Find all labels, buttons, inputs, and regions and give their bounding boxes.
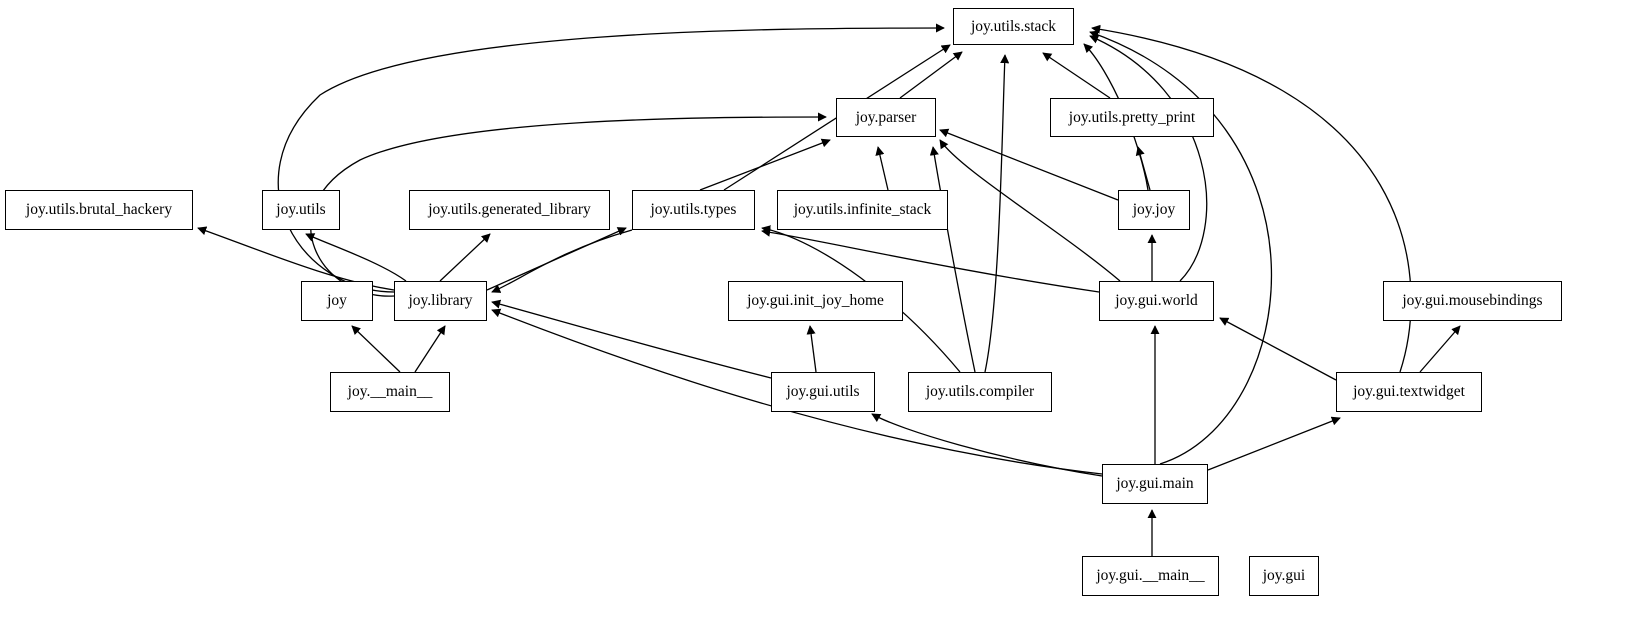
graph-node-label: joy.utils.compiler bbox=[925, 383, 1035, 401]
graph-edge-joy.gui.main-to-joy.utils.stack bbox=[1089, 30, 1273, 465]
graph-edge-joy.gui.main-to-joy.gui.utils bbox=[871, 413, 1103, 477]
graph-edge-joy.gui.main-to-joy.gui.textwidget bbox=[1207, 416, 1341, 471]
graph-edge-joy.parser-to-joy.utils.stack bbox=[899, 51, 963, 99]
graph-edge-joy.gui.utils-to-joy.library bbox=[491, 299, 772, 379]
graph-edge-joy.library-to-joy.utils.generated_library bbox=[439, 233, 491, 282]
graph-node-joy.parser[interactable]: joy.parser bbox=[836, 98, 936, 137]
graph-node-label: joy.gui.main bbox=[1116, 475, 1194, 493]
graph-edge-joy.library-to-joy.utils bbox=[305, 233, 407, 282]
graph-node-label: joy.gui.mousebindings bbox=[1402, 292, 1543, 310]
graph-edge-joy.utils.compiler-to-joy.utils.stack bbox=[984, 54, 1010, 373]
graph-node-joy.utils[interactable]: joy.utils bbox=[262, 190, 340, 230]
graph-node-joy.gui.main[interactable]: joy.gui.main bbox=[1102, 464, 1208, 504]
graph-edge-joy.utils.compiler-to-joy.parser bbox=[929, 146, 976, 373]
graph-node-joy.utils.generated_library[interactable]: joy.utils.generated_library bbox=[409, 190, 610, 230]
graph-edge-joy.joy-to-joy.parser bbox=[939, 128, 1119, 201]
graph-node-label: joy.gui.utils bbox=[786, 383, 860, 401]
graph-node-label: joy.library bbox=[408, 292, 473, 310]
graph-node-joy.gui.world[interactable]: joy.gui.world bbox=[1099, 281, 1214, 321]
graph-node-label: joy.__main__ bbox=[347, 383, 433, 401]
graph-node-label: joy.utils.pretty_print bbox=[1068, 108, 1196, 126]
graph-node-label: joy.joy bbox=[1132, 201, 1176, 219]
graph-node-label: joy.utils.infinite_stack bbox=[793, 201, 932, 219]
graph-node-joy.library[interactable]: joy.library bbox=[394, 281, 487, 321]
graph-node-joy.utils.types[interactable]: joy.utils.types bbox=[632, 190, 755, 230]
graph-node-label: joy bbox=[327, 292, 347, 310]
graph-node-joy.gui[interactable]: joy.gui bbox=[1249, 556, 1319, 596]
graph-node-joy.gui.textwidget[interactable]: joy.gui.textwidget bbox=[1336, 372, 1482, 412]
graph-edge-joy.utils.infinite_stack-to-joy.parser bbox=[875, 146, 889, 191]
graph-node-label: joy.gui.init_joy_home bbox=[747, 292, 884, 310]
graph-edge-joy.__main__-to-joy.library bbox=[414, 325, 446, 373]
graph-edge-joy.library-to-joy.utils.stack bbox=[277, 23, 945, 293]
graph-node-joy.gui.mousebindings[interactable]: joy.gui.mousebindings bbox=[1383, 281, 1562, 321]
graph-node-joy.utils.infinite_stack[interactable]: joy.utils.infinite_stack bbox=[777, 190, 948, 230]
graph-edge-joy.gui.world-to-joy.utils.types bbox=[761, 227, 1100, 293]
graph-node-joy.gui.init_joy_home[interactable]: joy.gui.init_joy_home bbox=[728, 281, 903, 321]
graph-node-joy[interactable]: joy bbox=[301, 281, 373, 321]
graph-node-joy.utils.stack[interactable]: joy.utils.stack bbox=[953, 8, 1074, 45]
graph-edge-joy.library-to-joy.parser bbox=[310, 112, 827, 297]
graph-edge-joy.gui.textwidget-to-joy.utils.stack bbox=[1091, 24, 1412, 373]
graph-edge-joy.gui.textwidget-to-joy.gui.mousebindings bbox=[1419, 325, 1461, 373]
graph-edge-joy.utils.pretty_print-to-joy.utils.stack bbox=[1042, 52, 1111, 99]
graph-node-joy.joy[interactable]: joy.joy bbox=[1118, 190, 1190, 230]
graph-edge-joy.gui.world-to-joy.utils.stack bbox=[1089, 35, 1208, 282]
graph-edge-joy.__main__-to-joy bbox=[351, 325, 401, 373]
graph-node-label: joy.utils.stack bbox=[970, 17, 1057, 35]
graph-node-label: joy.parser bbox=[855, 108, 917, 126]
graph-node-joy.__main__[interactable]: joy.__main__ bbox=[330, 372, 450, 412]
graph-node-label: joy.utils.brutal_hackery bbox=[25, 201, 173, 219]
graph-node-joy.gui.__main__[interactable]: joy.gui.__main__ bbox=[1082, 556, 1219, 596]
graph-node-label: joy.utils.types bbox=[650, 201, 737, 219]
graph-node-joy.gui.utils[interactable]: joy.gui.utils bbox=[771, 372, 875, 412]
graph-node-joy.utils.pretty_print[interactable]: joy.utils.pretty_print bbox=[1050, 98, 1214, 137]
graph-edge-joy.gui.main-to-joy.library bbox=[491, 308, 1103, 475]
graph-node-joy.utils.compiler[interactable]: joy.utils.compiler bbox=[908, 372, 1052, 412]
graph-node-joy.utils.brutal_hackery[interactable]: joy.utils.brutal_hackery bbox=[5, 190, 193, 230]
graph-edge-joy.utils.types-to-joy.parser bbox=[699, 138, 831, 191]
graph-node-label: joy.utils.generated_library bbox=[428, 201, 591, 219]
graph-node-label: joy.gui.textwidget bbox=[1353, 383, 1465, 401]
graph-node-label: joy.gui.world bbox=[1115, 292, 1198, 310]
graph-edge-joy.utils.types-to-joy.library bbox=[491, 229, 633, 293]
graph-edge-joy.gui.utils-to-joy.gui.init_joy_home bbox=[806, 325, 817, 373]
graph-edge-joy.gui.textwidget-to-joy.gui.world bbox=[1219, 317, 1337, 381]
graph-edge-joy.gui.world-to-joy.parser bbox=[939, 139, 1121, 282]
graph-node-label: joy.utils bbox=[276, 201, 326, 219]
graph-node-label: joy.gui.__main__ bbox=[1096, 567, 1205, 585]
graph-node-label: joy.gui bbox=[1262, 567, 1306, 585]
